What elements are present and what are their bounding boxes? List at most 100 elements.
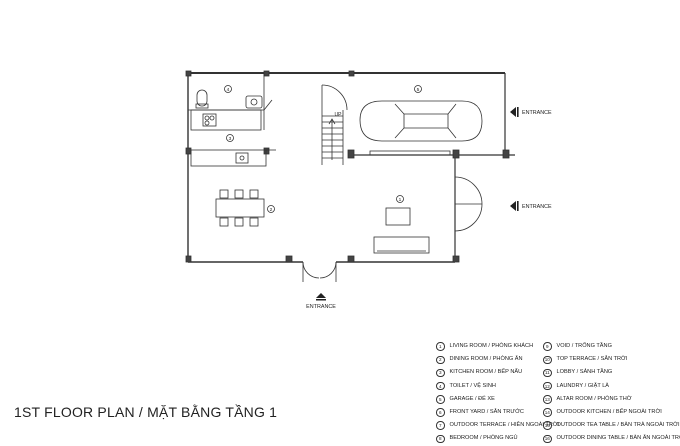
legend-number: 1 (436, 342, 445, 351)
legend-text: FRONT YARD / SÂN TRƯỚC (450, 406, 524, 419)
legend-number: 11 (543, 369, 552, 378)
legend-item: 4 TOILET / VỆ SINH (436, 380, 559, 393)
dining-chair (250, 190, 258, 198)
entrance-arrow-icon (510, 201, 516, 211)
entrance-door-arc-upper (455, 177, 482, 204)
burner (205, 116, 209, 120)
dining-chair (235, 190, 243, 198)
pillar (453, 256, 459, 262)
dining-chair (220, 190, 228, 198)
room-tag-label: 4 (227, 87, 230, 93)
legend-text: GARAGE / ĐỂ XE (450, 393, 495, 406)
legend-number: 8 (436, 435, 445, 444)
legend-number: 14 (543, 408, 552, 417)
entrance-label-living: ENTRANCE (522, 204, 552, 210)
legend-item: 2 DINING ROOM / PHÒNG ĂN (436, 353, 559, 366)
entrance-label-garage: ENTRANCE (522, 110, 552, 116)
sink-tap (240, 156, 244, 160)
legend-number: 3 (436, 369, 445, 378)
legend-number: 9 (543, 342, 552, 351)
entrance-arrow-icon (316, 299, 326, 301)
legend-item: 1 LIVING ROOM / PHÒNG KHÁCH (436, 340, 559, 353)
legend-text: VOID / TRỐNG TẦNG (557, 340, 612, 353)
entrance-arrow-icon (517, 201, 519, 211)
kitchen-island (191, 150, 266, 166)
legend-text: TOP TERRACE / SÂN TRỜI (557, 353, 628, 366)
legend-item: 15 OUTDOOR TEA TABLE / BÀN TRÀ NGOÀI TRỜI (543, 419, 680, 432)
entrance-arrow-icon (510, 107, 516, 117)
pillar (348, 256, 354, 262)
pillar (186, 71, 191, 76)
legend-text: OUTDOOR KITCHEN / BẾP NGOÀI TRỜI (557, 406, 662, 419)
legend-item: 10 TOP TERRACE / SÂN TRỜI (543, 353, 680, 366)
dining-chair (250, 218, 258, 226)
pillar (186, 148, 191, 154)
legend-number: 10 (543, 356, 552, 365)
car-body (360, 101, 482, 141)
legend-text: TOILET / VỆ SINH (450, 380, 496, 393)
legend-number: 2 (436, 356, 445, 365)
car-windshield (395, 104, 404, 138)
kitchen-sink (236, 153, 248, 163)
stair-treads (322, 116, 343, 158)
pillar (286, 256, 292, 262)
legend-text: BEDROOM / PHÒNG NGỦ (450, 432, 518, 445)
legend-item: 8 BEDROOM / PHÒNG NGỦ (436, 432, 559, 445)
legend-text: OUTDOOR DINING TABLE / BÀN ĂN NGOÀI TRỜI (557, 432, 680, 445)
legend-text: KITCHEN ROOM / BẾP NẤU (450, 366, 523, 379)
legend-column-left: 1 LIVING ROOM / PHÒNG KHÁCH 2 DINING ROOM /… (436, 340, 559, 446)
toilet-door (264, 100, 272, 110)
stair-door-arc (322, 85, 347, 110)
drawing-title: 1ST FLOOR PLAN / MẶT BẰNG TẦNG 1 (14, 404, 277, 420)
legend-item: 5 GARAGE / ĐỂ XE (436, 393, 559, 406)
legend-text: ALTAR ROOM / PHÒNG THỜ (557, 393, 632, 406)
pillar (264, 71, 269, 76)
room-tag-label: 5 (417, 87, 420, 93)
legend-column-right: 9 VOID / TRỐNG TẦNG 10 TOP TERRACE / SÂN TR… (543, 340, 680, 446)
legend-text: DINING ROOM / PHÒNG ĂN (450, 353, 523, 366)
legend-item: 12 LAUNDRY / GIẶT LÀ (543, 380, 680, 393)
room-tag-label: 2 (270, 207, 273, 213)
legend-number: 7 (436, 421, 445, 430)
legend-number: 15 (543, 421, 552, 430)
bottom-door-arc-left (303, 262, 319, 278)
legend-number: 5 (436, 395, 445, 404)
basin (246, 96, 262, 108)
basin-drain (251, 99, 257, 105)
entrance-arrow-icon (316, 293, 326, 298)
legend-number: 6 (436, 408, 445, 417)
legend-text: LAUNDRY / GIẶT LÀ (557, 380, 610, 393)
legend-item: 9 VOID / TRỐNG TẦNG (543, 340, 680, 353)
pillar (503, 150, 509, 158)
stair-up-label: UP (335, 112, 343, 118)
pillar (348, 150, 354, 158)
pillar (186, 256, 191, 262)
burner (205, 121, 209, 125)
toilet-bowl (197, 90, 207, 106)
legend-item: 16 OUTDOOR DINING TABLE / BÀN ĂN NGOÀI TR… (543, 432, 680, 445)
coffee-table (386, 208, 410, 225)
legend-number: 4 (436, 382, 445, 391)
burner (210, 116, 214, 120)
room-tag-label: 3 (229, 136, 232, 142)
legend-item: 14 OUTDOOR KITCHEN / BẾP NGOÀI TRỜI (543, 406, 680, 419)
legend-text: OUTDOOR TEA TABLE / BÀN TRÀ NGOÀI TRỜI (557, 419, 680, 432)
dining-chair (235, 218, 243, 226)
pillar (349, 71, 354, 76)
legend-item: 6 FRONT YARD / SÂN TRƯỚC (436, 406, 559, 419)
legend-item: 13 ALTAR ROOM / PHÒNG THỜ (543, 393, 680, 406)
legend-number: 12 (543, 382, 552, 391)
entrance-arrow-icon (517, 107, 519, 117)
legend-item: 3 KITCHEN ROOM / BẾP NẤU (436, 366, 559, 379)
car-rear-window (448, 104, 456, 138)
legend-text: LIVING ROOM / PHÒNG KHÁCH (450, 340, 534, 353)
pillar (264, 148, 269, 154)
entrance-label-bottom: ENTRANCE (306, 304, 336, 310)
legend-number: 13 (543, 395, 552, 404)
legend-number: 16 (543, 435, 552, 444)
entrance-door-arc-lower (455, 204, 482, 231)
pillar (453, 150, 459, 158)
dining-chair (220, 218, 228, 226)
